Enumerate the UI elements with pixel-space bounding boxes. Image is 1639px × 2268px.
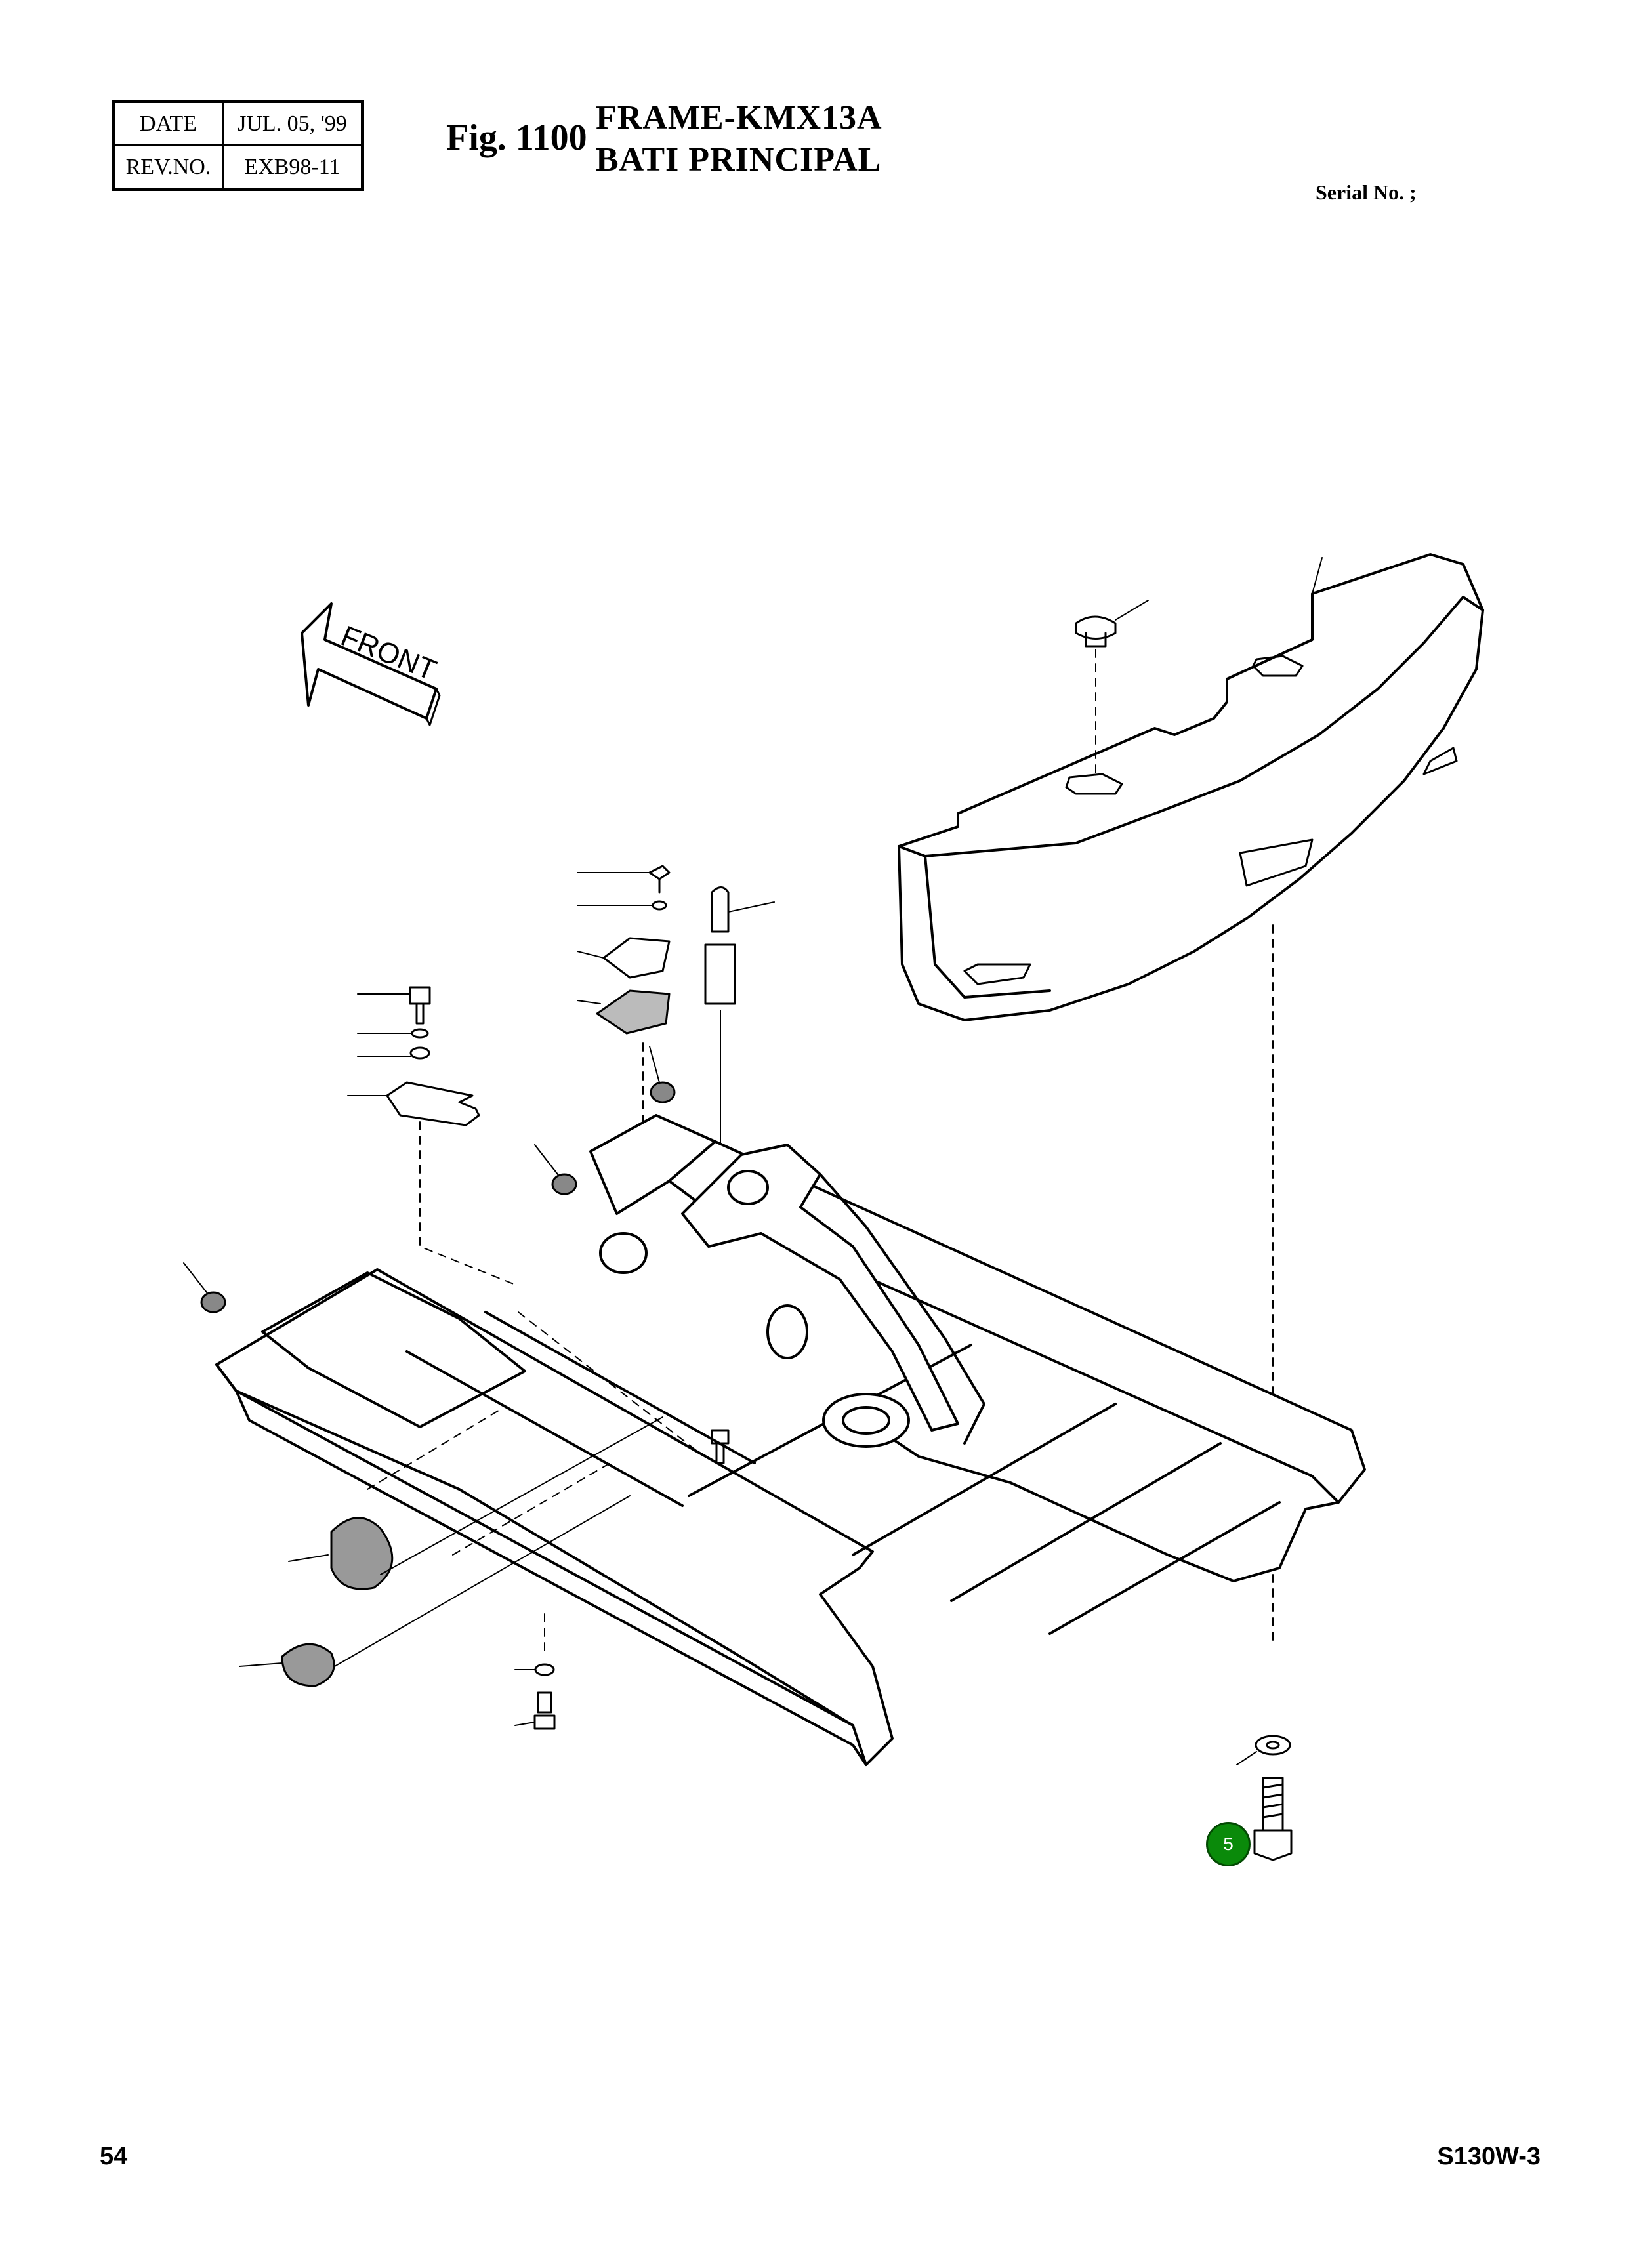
callout-5[interactable]: 5 bbox=[1206, 1822, 1251, 1866]
upper-fitting-stack bbox=[577, 865, 775, 1182]
rev-label: REV.NO. bbox=[112, 144, 224, 190]
main-frame bbox=[215, 1114, 1366, 1766]
figure-number: Fig. 1100 bbox=[446, 117, 587, 158]
date-value: JUL. 05, '99 bbox=[221, 100, 364, 146]
figure-title: FRAME-KMX13A bbox=[596, 99, 882, 136]
model-code: S130W-3 bbox=[1437, 2143, 1541, 2170]
counterweight bbox=[898, 553, 1484, 1641]
rev-value: EXB98-11 bbox=[221, 144, 364, 190]
bushings bbox=[200, 1081, 676, 1687]
serial-number-label: Serial No. ; bbox=[1316, 180, 1417, 204]
date-label: DATE bbox=[112, 100, 224, 146]
lower-bolts bbox=[514, 1429, 730, 1730]
left-fitting-stack bbox=[347, 986, 519, 1287]
figure-subtitle: BATI PRINCIPAL bbox=[596, 141, 882, 178]
page-number: 54 bbox=[100, 2143, 128, 2170]
front-arrow: FRONT bbox=[301, 602, 441, 726]
revision-table: DATE JUL. 05, '99 REV.NO. EXB98-11 bbox=[112, 100, 364, 191]
counterweight-bolt bbox=[1236, 1735, 1293, 1861]
